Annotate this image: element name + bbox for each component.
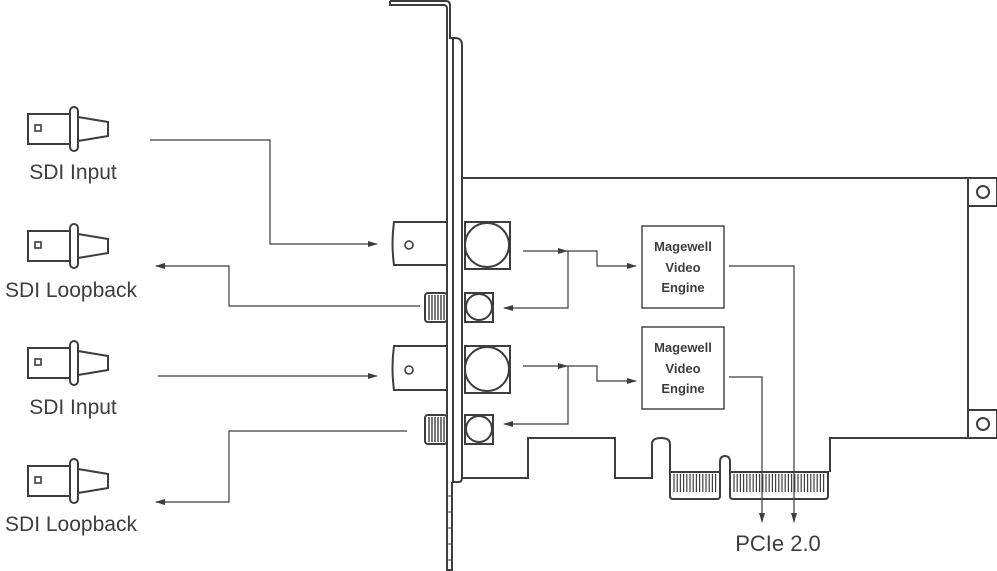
sdi-input-2-connector-icon — [27, 340, 109, 386]
mounting-hole-icon — [976, 185, 990, 199]
engine-1-line3: Engine — [661, 280, 704, 295]
sdi-loopback-2-connector-icon — [27, 458, 109, 504]
sdi-input-2-label: SDI Input — [29, 396, 117, 419]
pcie-label: PCIe 2.0 — [735, 531, 821, 556]
engine-2-line2: Video — [665, 361, 700, 376]
engine-1-line2: Video — [665, 260, 700, 275]
engine-1-line1: Magewell — [654, 239, 712, 254]
sdi-loopback-2-label: SDI Loopback — [5, 513, 137, 536]
sdi-input-1-label: SDI Input — [29, 161, 117, 184]
engine-2-line1: Magewell — [654, 340, 712, 355]
pcb-board-outline — [462, 177, 997, 479]
video-engine-1: Magewell Video Engine — [641, 225, 725, 309]
sdi-loopback-1-connector-icon — [27, 223, 109, 269]
bnc-input-1-connector — [391, 221, 511, 270]
sdi-input-1-connector-icon — [27, 106, 109, 152]
bnc-loopback-2-connector — [424, 414, 494, 445]
signal-lines-left — [150, 139, 420, 505]
pcie-gold-fingers — [669, 471, 829, 500]
mounting-hole-icon — [976, 417, 990, 431]
engine-2-line3: Engine — [661, 381, 704, 396]
pci-bracket — [389, 0, 463, 571]
video-engine-2: Magewell Video Engine — [641, 326, 725, 410]
signal-lines-right — [503, 248, 797, 523]
bnc-loopback-1-connector — [424, 292, 494, 323]
sdi-loopback-1-label: SDI Loopback — [5, 279, 137, 302]
bnc-input-2-connector — [391, 345, 511, 394]
